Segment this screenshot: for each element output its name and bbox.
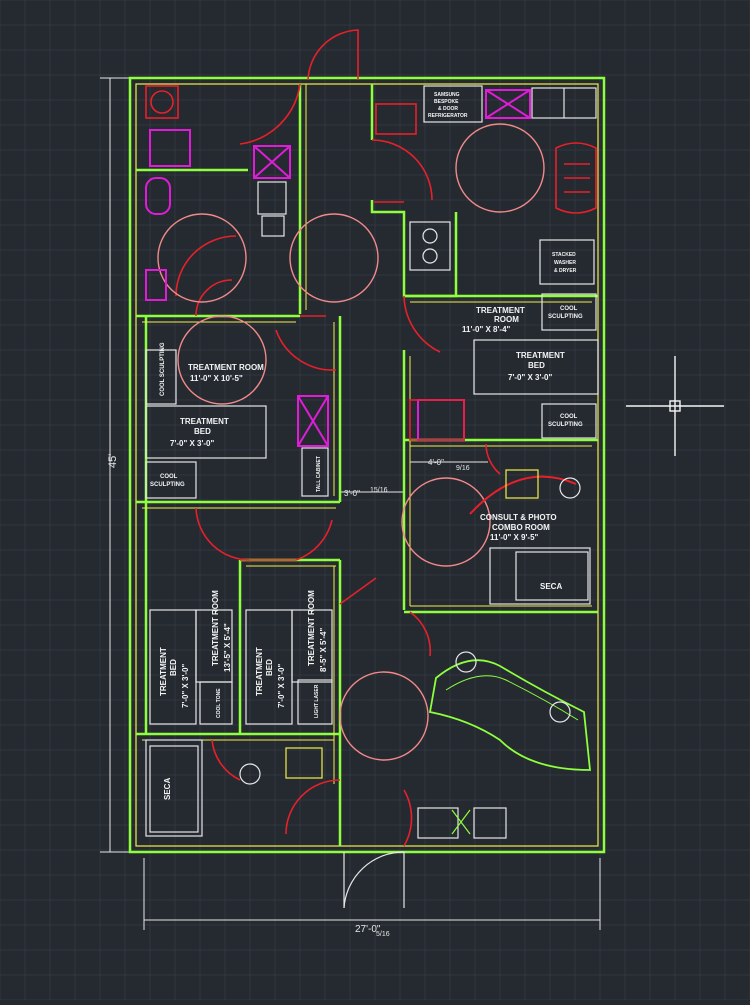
- consult-room-size: 11'-0" X 9'-5": [490, 533, 539, 542]
- turning-circles: [157, 123, 545, 761]
- seca-consult: SECA: [540, 582, 562, 591]
- washer-label-2: WASHER: [554, 260, 576, 266]
- bed-right-size: 7'-0" X 3'-0": [508, 373, 553, 382]
- bed-d-size: 7'-0" X 3'-0": [277, 663, 286, 708]
- fixtures: [145, 89, 531, 447]
- light-laser-label: LIGHT LASER: [314, 684, 320, 718]
- treatment-room-b-name2: ROOM: [494, 315, 519, 324]
- exterior-walls: [128, 76, 606, 854]
- dim-width-fraction: 5/16: [376, 931, 390, 938]
- cool-sculpting-left-2: SCULPTING: [150, 482, 185, 488]
- treatment-room-b-name1: TREATMENT: [476, 306, 525, 315]
- cool-sculpting-right-b-1: COOL: [560, 414, 578, 420]
- fridge-label-4: REFRIGERATOR: [428, 113, 468, 119]
- dim-corridor-fraction: 15/16: [370, 487, 388, 494]
- fridge-label-2: BESPOKE: [434, 99, 459, 105]
- bed-c-size: 7'-0" X 3'-0": [181, 663, 190, 708]
- washer-label-3: & DRYER: [554, 268, 577, 274]
- door-swings: [175, 29, 501, 847]
- cool-tone-label: COOL TONE: [216, 688, 222, 718]
- treatment-room-c-size: 13'-5" X 5'-4": [223, 623, 232, 672]
- treatment-room-a-size: 11'-0" X 10'-5": [190, 374, 243, 383]
- treatment-room-a-name: TREATMENT ROOM: [188, 363, 264, 372]
- bed-c-label: TREATMENT: [159, 647, 168, 696]
- cool-sculpting-right-b-2: SCULPTING: [548, 422, 583, 428]
- dim-width: 27'-0": [355, 924, 381, 935]
- cabinets: [145, 85, 599, 839]
- dim-height: 45': [107, 454, 119, 468]
- dim-corridor: 3'-0": [344, 489, 360, 498]
- treatment-room-b-size: 11'-0" X 8'-4": [462, 325, 511, 334]
- dim-consult-fraction: 9/16: [456, 465, 470, 472]
- chairs: [239, 477, 581, 785]
- bed-d-label: TREATMENT: [255, 647, 264, 696]
- bed-left-label: TREATMENT: [180, 417, 229, 426]
- interior-walls: [136, 84, 598, 846]
- bed-left-size: 7'-0" X 3'-0": [170, 439, 215, 448]
- entry-door: [343, 851, 405, 909]
- washer-label-1: STACKED: [552, 252, 576, 258]
- bed-right-word: BED: [528, 361, 545, 370]
- bed-left-word: BED: [194, 427, 211, 436]
- treatment-room-d-name: TREATMENT ROOM: [307, 590, 316, 666]
- cool-sculpting-vertical: COOL SCULPTING: [160, 342, 166, 396]
- tall-cabinet-label: TALL CABINET: [316, 456, 322, 492]
- fridge-label-3: & DOOR: [438, 106, 458, 112]
- seca-lower: SECA: [163, 778, 172, 800]
- bed-right-label: TREATMENT: [516, 351, 565, 360]
- cool-sculpting-right-a-1: COOL: [560, 306, 578, 312]
- dim-consult: 4'-0": [428, 458, 444, 467]
- bed-d-word: BED: [265, 659, 274, 676]
- cool-sculpting-left-1: COOL: [160, 474, 178, 480]
- consult-room-name2: COMBO ROOM: [492, 523, 550, 532]
- red-fixtures: [145, 85, 597, 441]
- treatment-room-d-size: 8'-5" X 5'-4": [319, 627, 328, 672]
- dimension-lines: [100, 77, 601, 930]
- cad-crosshair-cursor[interactable]: [626, 356, 724, 456]
- fridge-label-1: SAMSUNG: [434, 92, 460, 98]
- cool-sculpting-right-a-2: SCULPTING: [548, 314, 583, 320]
- consult-room-name1: CONSULT & PHOTO: [480, 513, 557, 522]
- bed-c-word: BED: [169, 659, 178, 676]
- treatment-room-c-name: TREATMENT ROOM: [211, 590, 220, 666]
